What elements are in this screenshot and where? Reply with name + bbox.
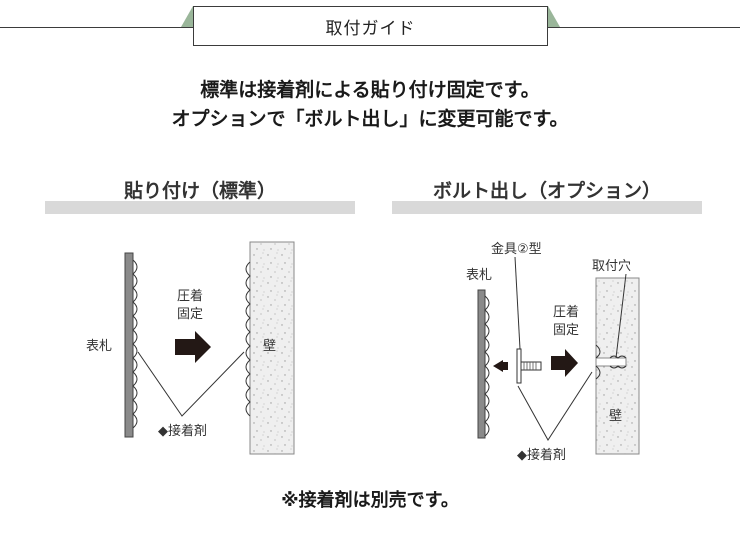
left-section-bar	[45, 201, 355, 214]
left-wall-adhesive-dots	[245, 261, 251, 417]
left-label-plate: 表札	[86, 339, 112, 354]
right-diagram: 金具②型 表札 取付穴 圧着 固定 壁 ◆接着剤	[466, 241, 640, 463]
left-label-pressure-1: 圧着	[177, 288, 203, 304]
right-label-adhesive: ◆接着剤	[517, 447, 566, 463]
right-label-wall: 壁	[609, 409, 622, 424]
left-label-wall: 壁	[263, 339, 276, 354]
right-adhesive-leader	[517, 371, 593, 441]
right-label-hole: 取付穴	[592, 259, 631, 274]
bolt-shaft	[520, 361, 542, 371]
left-press-arrow	[175, 331, 211, 363]
header-left-accent	[181, 6, 193, 27]
right-section-title: ボルト出し（オプション）	[432, 180, 661, 202]
right-plate-adhesive-dots	[484, 295, 490, 437]
left-plate-adhesive-dots	[132, 259, 138, 429]
footnote: ※接着剤は別売です。	[281, 490, 459, 511]
intro-line-1: 標準は接着剤による貼り付け固定です。	[200, 79, 540, 101]
left-nameplate	[124, 252, 134, 438]
hole-sealant	[609, 355, 627, 369]
right-label-plate: 表札	[466, 268, 492, 283]
right-section-bar	[392, 201, 702, 214]
intro-line-2: オプションで「ボルト出し」に変更可能です。	[171, 108, 569, 130]
mounting-hole	[595, 357, 627, 367]
left-wall	[249, 241, 295, 455]
bolt-head	[516, 348, 522, 384]
bracket-leader	[514, 256, 521, 350]
right-label-pressure-2: 固定	[553, 323, 579, 338]
left-label-pressure-2: 固定	[177, 307, 203, 322]
left-section-title: 貼り付け（標準）	[123, 180, 276, 202]
right-wall-adhesive-dots	[595, 344, 601, 380]
right-label-bracket: 金具②型	[491, 241, 542, 257]
left-label-adhesive: ◆接着剤	[158, 423, 207, 439]
header-right-accent	[548, 6, 560, 27]
intro-text: 標準は接着剤による貼り付け固定です。 オプションで「ボルト出し」に変更可能です。	[0, 76, 740, 134]
right-label-pressure-1: 圧着	[553, 304, 579, 320]
hole-leader	[615, 273, 627, 359]
page-title: 取付ガイド	[193, 6, 548, 46]
left-diagram: 表札 圧着 固定 壁 ◆接着剤	[86, 241, 295, 455]
bolt-thread	[523, 362, 537, 370]
right-press-arrow	[551, 349, 578, 377]
right-back-arrow-tail	[500, 362, 508, 370]
right-nameplate	[477, 289, 486, 439]
left-adhesive-leader	[137, 351, 245, 417]
